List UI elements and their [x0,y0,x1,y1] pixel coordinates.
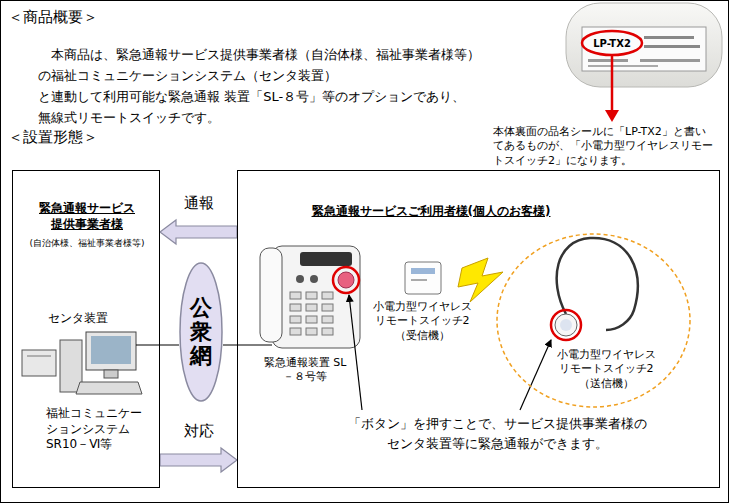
transmitter-label: 小電力型ワイヤレス リモートスイッチ2 （送信機） [551,348,661,391]
system-label: 福祉コミュニケー ションシステム SR10－Ⅵ等 [46,406,158,453]
transmitter-circle: 小電力型ワイヤレス リモートスイッチ2 （送信機） [496,233,691,408]
monitor [86,332,136,370]
phone-label: 緊急通報装置 SL－８号等 [260,356,350,385]
network-ellipse: 公衆網 [179,262,223,402]
keypad [290,292,333,335]
sticker-print [588,65,658,67]
printer [22,350,56,376]
section-heading: ＜設置形態＞ [8,128,128,148]
sticker-print [644,36,694,39]
block-arrow-shape [160,448,237,472]
provider-box: 緊急通報サービス 提供事業者様 (自治体様、福祉事業者様等) センタ装置福祉コミュニ… [12,170,160,488]
pendant-button [560,319,572,331]
line [160,345,179,346]
leader-arrow [520,340,551,410]
block-arrow [160,448,237,472]
radio-signal [458,258,503,302]
wire [136,345,160,346]
sticker-print [588,59,628,62]
sticker-print [640,59,700,62]
key [310,275,318,283]
receiver-label [411,268,435,274]
model-number: LP-TX2 [588,37,636,50]
emergency-phone [237,246,360,348]
photo-caption: 本体裏面の品名シールに「LP-TX2」と書い てあるものが、「小電力型ワイヤレス… [493,125,723,168]
network-ellipse-shape [180,263,222,401]
network-label: 公衆網 [190,296,212,369]
emergency-button [338,272,354,288]
box-heading: 緊急通報サービス 提供事業者様 [13,201,161,232]
sticker-print [644,45,700,48]
line [223,345,237,346]
receiver-body [405,262,441,294]
summary-paragraph: 本商品は、緊急通報サービス提供事業者様（自治体様、福祉事業者様等） の福祉コミュ… [38,44,518,128]
screen [91,336,131,364]
wire [237,345,272,346]
highlight-ring [582,31,642,55]
receiver-print [411,279,427,281]
edge-label: 対応 [169,422,229,442]
tower [60,340,82,392]
device-body [566,3,722,87]
handset [260,248,282,342]
key [296,275,304,283]
highlight-ring [551,310,581,340]
section-heading: ＜商品概要＞ [8,8,128,28]
pendant-transmitter [551,238,638,340]
highlight-ring [333,267,359,293]
pointer-arrowhead [605,110,619,122]
block-arrow-shape [160,220,237,244]
network-line [160,345,179,346]
callout-note: 「ボタン」を押すことで、サービス提供事業者様の センタ装置等に緊急通報ができます… [322,414,672,454]
receiver [405,262,441,294]
block-arrow [160,220,237,244]
box-heading: 緊急通報サービスご利用者様(個人のお客様) [301,204,561,220]
pendant [555,314,577,336]
name-sticker [582,27,706,71]
phone-body [272,246,360,348]
leader-arrow [349,295,362,410]
edge-label: 通報 [169,194,229,214]
center-computer [22,332,160,394]
box-subheading: (自治体様、福祉事業者様等) [13,238,161,250]
monitor-stand [104,370,118,378]
product-photo [566,3,722,122]
receiver-label: 小電力型ワイヤレス リモートスイッチ2 （受信機） [364,300,480,343]
transmitter-circle-shape [497,234,690,407]
device-label: センタ装置 [23,311,133,327]
keyboard [76,382,142,394]
network-line [223,345,237,346]
display [300,252,352,266]
printer-slot [27,356,51,357]
pointer-arrow [611,56,614,111]
